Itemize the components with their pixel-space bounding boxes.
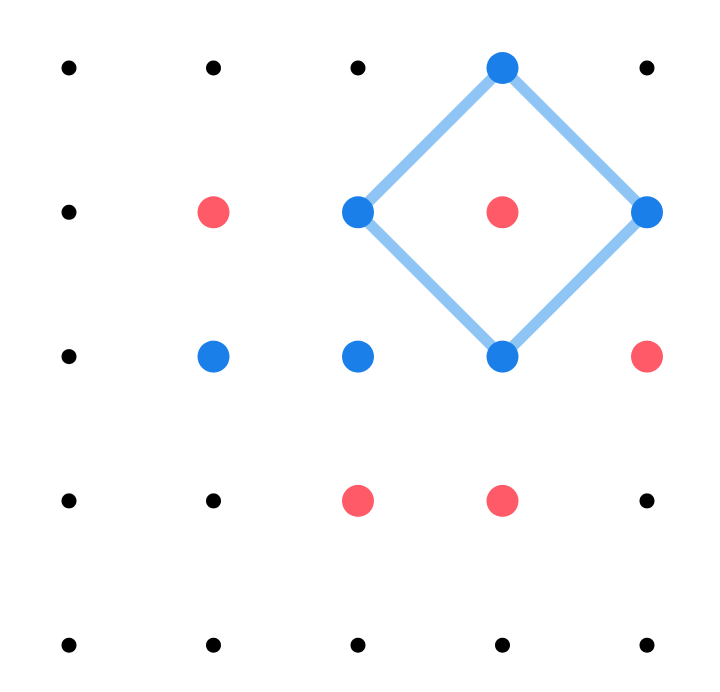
dot-empty-r3-c0[interactable] xyxy=(61,493,77,509)
dot-red-r2-c4[interactable] xyxy=(631,340,663,373)
dot-empty-r1-c0[interactable] xyxy=(61,204,77,220)
dot-empty-r0-c0[interactable] xyxy=(61,60,77,76)
dot-empty-r0-c2[interactable] xyxy=(350,60,366,76)
dot-blue-r2-c1[interactable] xyxy=(197,340,230,373)
dot-red-r3-c3[interactable] xyxy=(486,484,519,517)
dot-empty-r4-c0[interactable] xyxy=(61,637,77,653)
dot-empty-r2-c0[interactable] xyxy=(61,349,77,365)
dot-empty-r3-c1[interactable] xyxy=(206,493,221,509)
dot-red-r1-c3[interactable] xyxy=(486,196,519,229)
dots-layer xyxy=(61,52,663,653)
dot-empty-r4-c4[interactable] xyxy=(639,637,655,653)
dot-blue-r0-c3[interactable] xyxy=(486,52,519,84)
dot-blue-r1-c2[interactable] xyxy=(342,196,374,229)
dot-empty-r0-c4[interactable] xyxy=(639,60,655,76)
dot-empty-r3-c4[interactable] xyxy=(639,493,655,509)
dot-red-r3-c2[interactable] xyxy=(342,484,374,517)
dot-empty-r0-c1[interactable] xyxy=(206,60,221,76)
dot-blue-r1-c4[interactable] xyxy=(631,196,663,229)
dot-empty-r4-c3[interactable] xyxy=(495,637,510,653)
dot-blue-r2-c3[interactable] xyxy=(486,340,519,373)
dot-blue-r2-c2[interactable] xyxy=(342,340,374,373)
dot-empty-r4-c1[interactable] xyxy=(206,637,221,653)
dot-red-r1-c1[interactable] xyxy=(197,196,230,229)
dot-empty-r4-c2[interactable] xyxy=(350,637,366,653)
